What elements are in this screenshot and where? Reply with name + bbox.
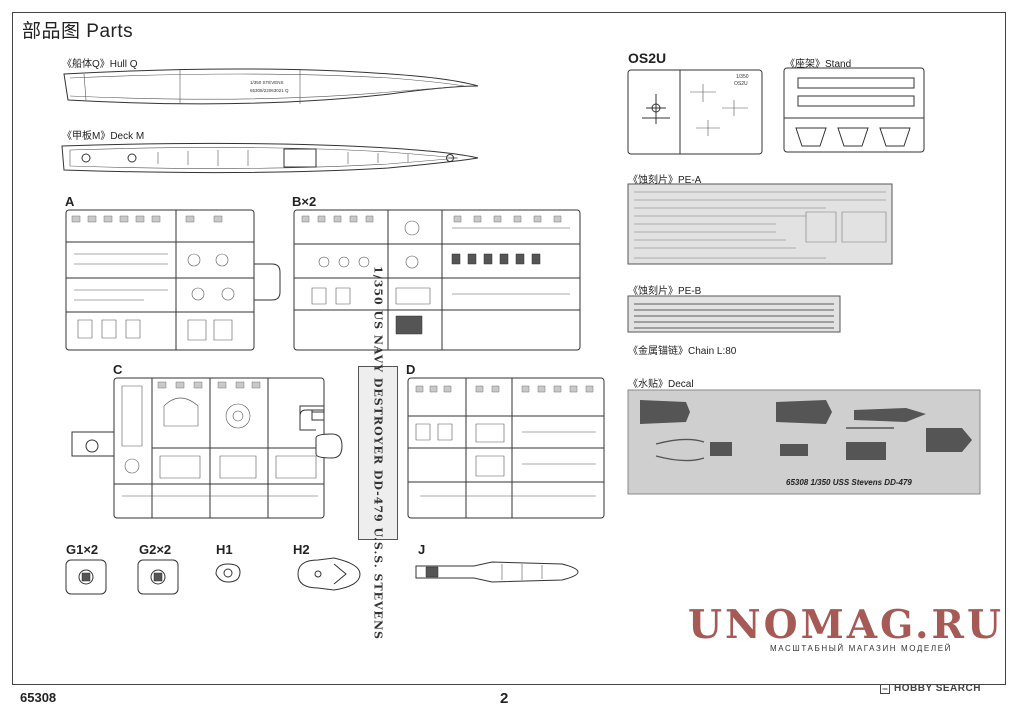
nameplate-part: 1/350 US NAVY DESTROYER DD-479 U.S.S. ST… <box>358 266 398 640</box>
nameplate-text: 1/350 US NAVY DESTROYER DD-479 U.S.S. ST… <box>371 266 385 640</box>
page-title: 部品图 Parts <box>22 21 134 42</box>
hull-part: 1/350 STEVENS 65308/22063021 Q <box>60 64 480 110</box>
pe-b-part <box>626 294 844 336</box>
sprue-b <box>292 208 584 352</box>
hull-print-line2: 65308/22063021 Q <box>250 88 289 93</box>
watermark-tagline: МАСШТАБНЫЙ МАГАЗИН МОДЕЛЕЙ <box>770 644 952 653</box>
stand-part <box>782 66 928 156</box>
os2u-label: OS2U <box>628 50 667 66</box>
hull-label: 《船体Q》Hull Q <box>62 59 138 70</box>
source-credit: HOBBY SEARCH <box>894 683 981 694</box>
sprue-b-label: B×2 <box>292 194 317 209</box>
h2-label: H2 <box>293 542 310 557</box>
g1-part <box>64 558 110 598</box>
watermark-brand: UNOMAG.RU <box>688 602 1004 648</box>
sprue-c-label: C <box>113 362 123 377</box>
pe-a-part <box>626 182 896 268</box>
h2-part <box>294 552 366 598</box>
decal-caption: 65308 1/350 USS Stevens DD-479 <box>786 478 912 487</box>
page-frame <box>12 12 1006 685</box>
sprue-c <box>62 376 352 520</box>
j-label: J <box>418 542 426 557</box>
hobby-search-logo-icon <box>880 684 890 694</box>
decal-label: 《水贴》Decal <box>628 379 694 390</box>
g2-part <box>136 558 182 598</box>
sprue-a <box>64 208 286 354</box>
decal-sheet: 65308 1/350 USS Stevens DD-479 <box>626 388 984 498</box>
stand-label: 《座架》Stand <box>785 59 852 70</box>
os2u-sprue: 1/350 OS2U <box>626 68 766 156</box>
page-number: 2 <box>500 690 509 707</box>
h1-label: H1 <box>216 542 233 557</box>
product-code: 65308 <box>20 690 57 705</box>
deck-part <box>58 138 483 178</box>
pe-a-label: 《蚀刻片》PE-A <box>628 175 702 186</box>
j-part <box>412 558 582 586</box>
g2-label: G2×2 <box>139 542 172 557</box>
h1-part <box>210 558 250 588</box>
g1-label: G1×2 <box>66 542 99 557</box>
deck-label: 《甲板M》Deck M <box>62 131 145 142</box>
os2u-code-tag: OS2U <box>734 81 748 87</box>
os2u-scale-tag: 1/350 <box>736 74 749 80</box>
sprue-d-label: D <box>406 362 416 377</box>
chain-label: 《金属锚链》Chain L:80 <box>628 346 737 357</box>
hull-print-line1: 1/350 STEVENS <box>250 80 284 85</box>
pe-b-label: 《蚀刻片》PE-B <box>628 286 702 297</box>
sprue-a-label: A <box>65 194 75 209</box>
sprue-d <box>406 376 608 520</box>
